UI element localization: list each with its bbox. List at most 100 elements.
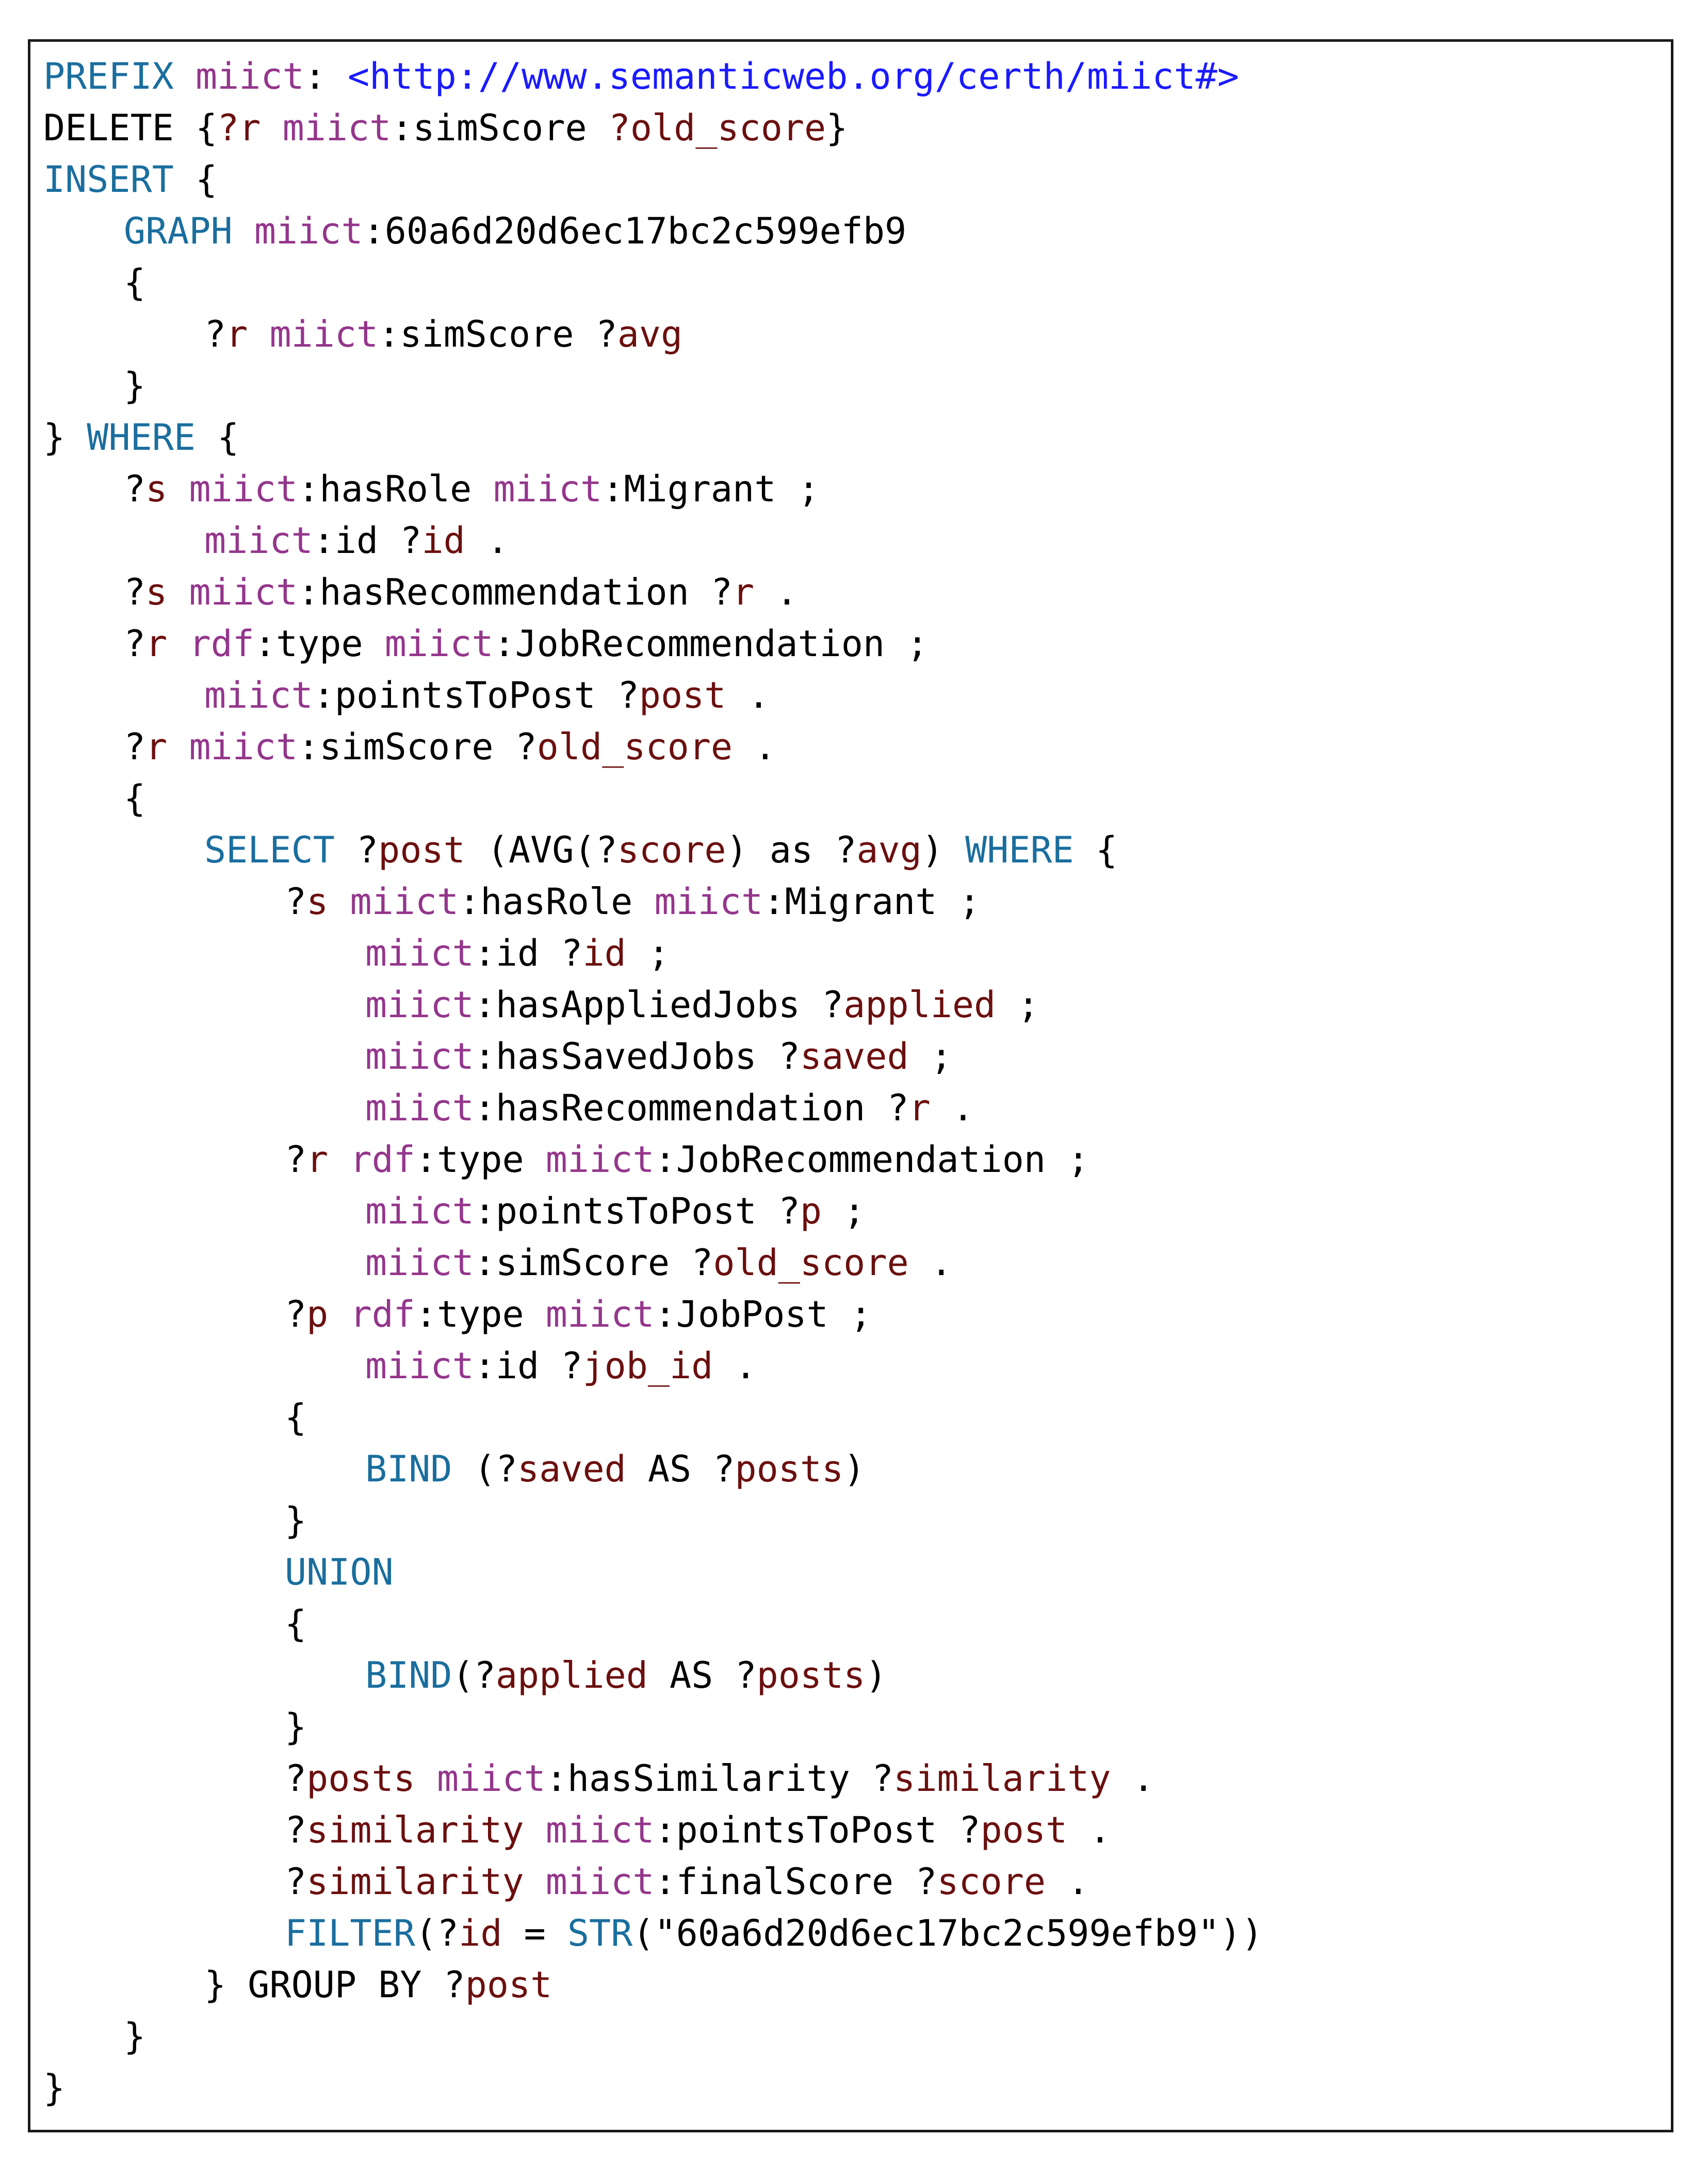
code-token: miict	[545, 1809, 655, 1851]
code-line: ?similarity miict:pointsToPost ?post .	[43, 1804, 1263, 1856]
code-token: :JobPost ;	[654, 1293, 872, 1335]
code-line: miict:id ?job_id .	[43, 1340, 1263, 1392]
code-token: {	[124, 262, 146, 304]
code-line: } WHERE {	[43, 412, 1263, 463]
code-token: s	[145, 571, 189, 613]
code-token: :	[304, 55, 348, 97]
code-token: }	[285, 1499, 307, 1542]
code-token: AS ?	[647, 1654, 757, 1697]
code-token: miict	[365, 1345, 474, 1387]
code-token: :hasAppliedJobs ?	[474, 984, 844, 1026]
code-line: BIND (?saved AS ?posts)	[43, 1443, 1263, 1495]
code-token: ?	[285, 880, 307, 923]
code-line: ?posts miict:hasSimilarity ?similarity .	[43, 1753, 1263, 1804]
code-token: WHERE	[965, 829, 1074, 871]
code-listing-frame	[28, 39, 1673, 2132]
code-token: applied	[495, 1654, 648, 1697]
code-token: :hasSavedJobs ?	[474, 1035, 800, 1078]
code-token: r	[306, 1138, 350, 1181]
code-token: } GROUP BY ?	[204, 1964, 465, 2006]
code-token: miict	[204, 519, 313, 562]
code-token: .	[713, 1345, 757, 1387]
code-token: miict	[365, 1035, 474, 1078]
code-token: avg	[856, 829, 922, 871]
code-token: :hasSimilarity ?	[545, 1757, 894, 1800]
code-token: DELETE {	[43, 107, 218, 149]
code-token: (?	[452, 1654, 496, 1697]
code-token: .	[1111, 1757, 1154, 1800]
code-line: ?r rdf:type miict:JobRecommendation ;	[43, 1134, 1263, 1185]
code-token: ?	[124, 468, 146, 510]
code-token: :60a6d20d6ec17bc2c599efb9	[363, 210, 907, 252]
code-token: {	[1073, 829, 1118, 871]
code-token: applied	[843, 984, 996, 1026]
code-token: similarity	[893, 1757, 1111, 1800]
code-token: PREFIX	[43, 55, 196, 97]
code-token: saved	[800, 1035, 909, 1078]
code-token: :hasRecommendation ?	[474, 1087, 909, 1129]
code-token: ;	[996, 984, 1039, 1026]
code-token: :Migrant ;	[763, 880, 981, 923]
code-line: ?r rdf:type miict:JobRecommendation ;	[43, 618, 1263, 670]
code-token: miict	[365, 1242, 474, 1284]
code-token: BIND	[365, 1448, 452, 1490]
code-token: avg	[617, 313, 683, 355]
code-token: r	[733, 571, 755, 613]
code-line: }	[43, 2062, 1263, 2114]
code-token: )	[921, 829, 966, 871]
code-token: }	[124, 365, 146, 407]
code-token: :type	[415, 1138, 546, 1181]
code-line: }	[43, 360, 1263, 412]
code-line: }	[43, 2011, 1263, 2062]
code-token: miict	[545, 1293, 655, 1335]
code-token: miict	[204, 674, 313, 716]
code-token: :finalScore ?	[654, 1861, 937, 1903]
code-token: ?	[204, 313, 226, 355]
code-token: ?	[285, 1293, 307, 1335]
code-token: score	[937, 1861, 1046, 1903]
code-line: ?r miict:simScore ?avg	[43, 308, 1263, 360]
code-token: posts	[756, 1654, 866, 1697]
code-token: )	[865, 1654, 887, 1697]
code-token: )	[843, 1448, 866, 1490]
code-line: }	[43, 1495, 1263, 1546]
code-token: (AVG(?	[465, 829, 617, 871]
code-token: :simScore ?	[474, 1242, 713, 1284]
code-token: miict	[196, 55, 304, 97]
code-token: }	[43, 2067, 66, 2109]
code-token: FILTER	[285, 1912, 415, 1954]
code-token: :JobRecommendation ;	[493, 623, 929, 665]
code-line: miict:id ?id .	[43, 515, 1263, 566]
code-line: SELECT ?post (AVG(?score) as ?avg) WHERE…	[43, 824, 1263, 876]
code-line: ?s miict:hasRole miict:Migrant ;	[43, 463, 1263, 515]
code-token: {	[285, 1396, 307, 1439]
code-line: ?p rdf:type miict:JobPost ;	[43, 1289, 1263, 1340]
code-token: post	[465, 1964, 552, 2006]
code-token: {	[285, 1603, 307, 1645]
code-token: miict	[365, 984, 474, 1026]
code-token: :type	[415, 1293, 546, 1335]
code-token: miict	[189, 726, 298, 768]
code-token: similarity	[306, 1861, 546, 1903]
code-token: miict	[254, 210, 363, 252]
code-token: posts	[735, 1448, 844, 1490]
code-token: :simScore	[391, 107, 609, 149]
code-token: p	[306, 1293, 350, 1335]
code-token: saved	[517, 1448, 626, 1490]
code-token: job_id	[582, 1345, 713, 1387]
code-token: }	[826, 107, 848, 149]
code-token: :simScore ?	[378, 313, 617, 355]
code-token: miict	[654, 880, 763, 923]
code-token: :id ?	[474, 932, 583, 974]
code-token: GRAPH	[124, 210, 254, 252]
code-token: miict	[365, 932, 474, 974]
code-token: rdf	[189, 623, 254, 665]
code-line: }	[43, 1701, 1263, 1753]
code-line: miict:pointsToPost ?p ;	[43, 1185, 1263, 1237]
code-token: (?	[452, 1448, 518, 1490]
code-token: ?	[285, 1809, 307, 1851]
code-token: post	[639, 674, 726, 716]
code-token: miict	[365, 1190, 474, 1232]
code-line: PREFIX miict: <http://www.semanticweb.or…	[43, 51, 1263, 102]
code-token: miict	[437, 1757, 546, 1800]
